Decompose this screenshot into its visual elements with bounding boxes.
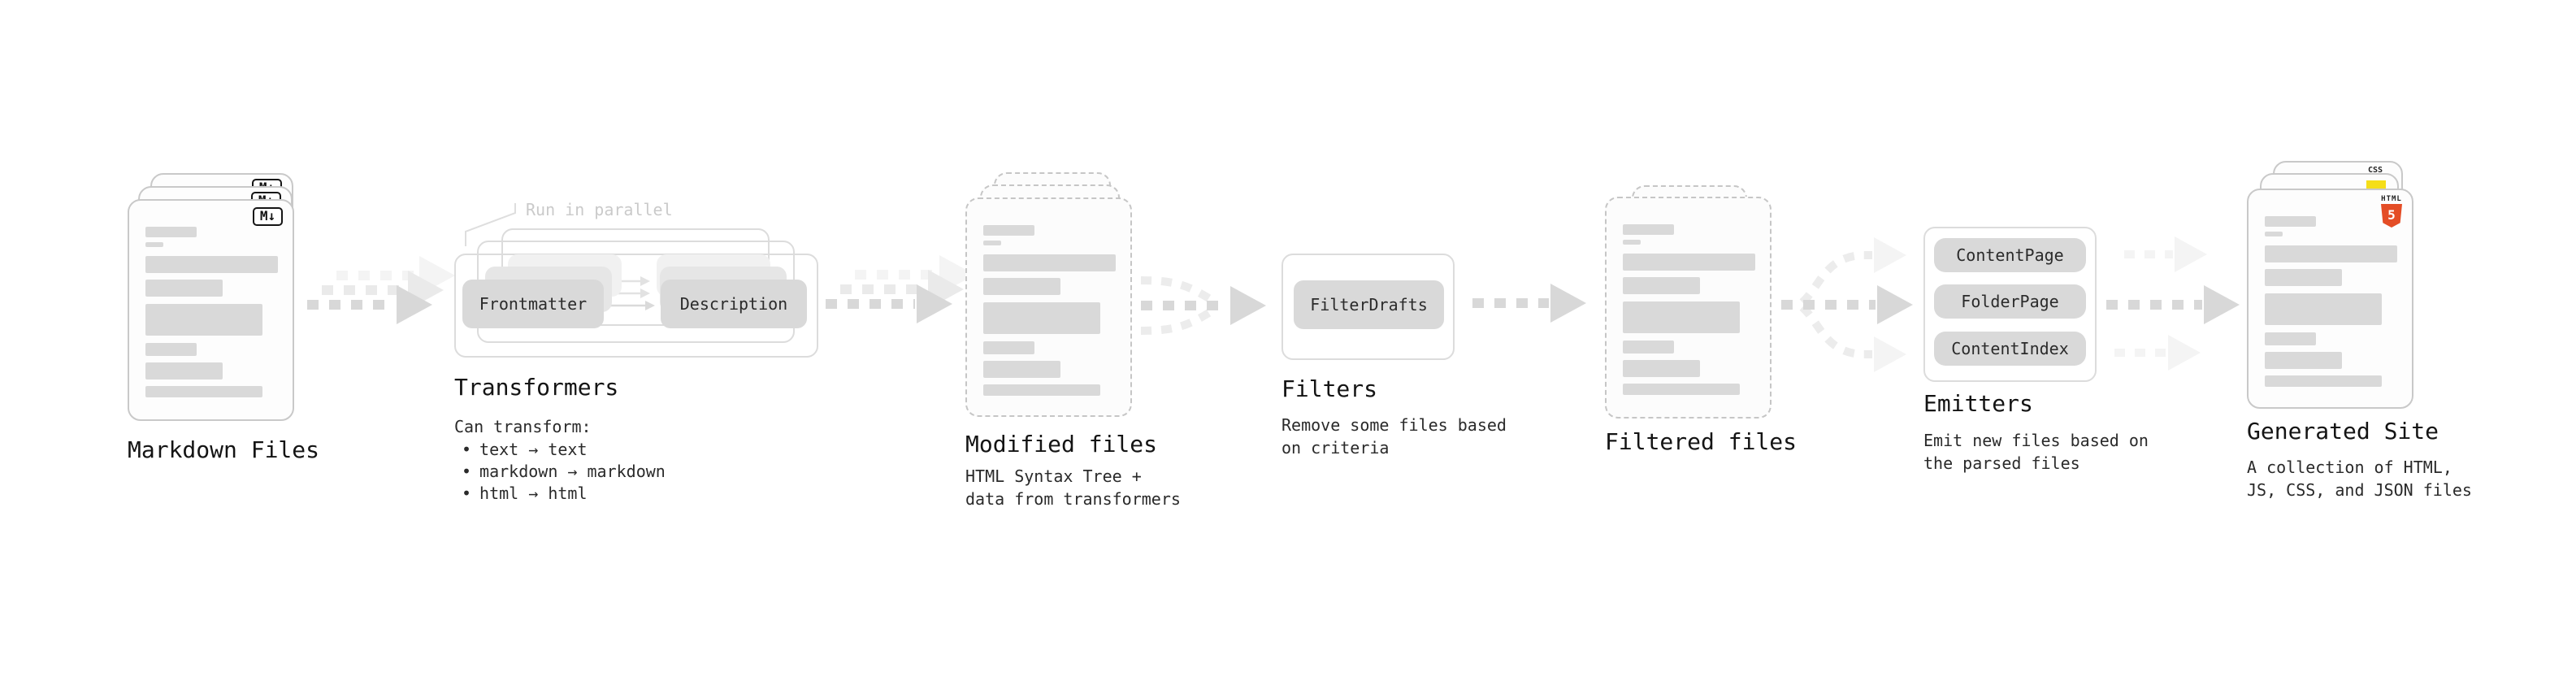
text-placeholder-bar [2265,216,2316,227]
text-placeholder-bar [983,254,1116,271]
arrow-markdown-to-transformers [307,256,455,324]
text-placeholder-bar [1623,224,1674,235]
css-badge-label: CSS [2367,166,2383,175]
transform-bullet: text → text [454,439,666,461]
text-placeholder-bar [2265,332,2316,345]
filters-box [1281,254,1455,360]
emitters-desc: Emit new files based on the parsed files [1923,429,2149,475]
contentpage-pill: ContentPage [1934,238,2086,272]
transform-bullet: html → html [454,483,666,505]
desc-line: on criteria [1281,438,1390,458]
filters-label: Filters [1281,375,1378,402]
arrow-emitters-to-generated [2106,236,2240,371]
text-placeholder-bar [1623,240,1641,245]
emitters-label: Emitters [1923,390,2033,417]
text-placeholder-bar [145,343,197,356]
html5-shield: 5 [2381,204,2402,228]
text-placeholder-bar [145,256,278,273]
desc-line: HTML Syntax Tree + [965,466,1142,486]
modified-files-label: Modified files [965,431,1158,458]
text-placeholder-bar [1623,360,1700,377]
contentindex-pill: ContentIndex [1934,332,2086,366]
text-placeholder-bar [145,386,262,397]
text-placeholder-bar [2265,375,2382,387]
folderpage-pill: FolderPage [1934,284,2086,319]
text-placeholder-bar [2265,232,2283,236]
html5-icon-label: HTML [2381,195,2402,203]
emitters-box [1923,227,2097,382]
filterdrafts-pill: FilterDrafts [1294,280,1444,329]
text-placeholder-bar [2265,245,2397,262]
desc-line: Remove some files based [1281,415,1507,435]
modified-files-desc: HTML Syntax Tree + data from transformer… [965,465,1181,510]
transformer-box-front [454,254,818,358]
desc-line: Emit new files based on [1923,431,2149,450]
transform-bullet: markdown → markdown [454,461,666,483]
generated-file-card-html: HTML 5 [2247,189,2413,409]
text-placeholder-bar [983,361,1060,378]
desc-line: A collection of HTML, [2247,458,2452,477]
text-placeholder-bar [145,280,223,297]
markdown-badge: M↓ [253,207,283,226]
text-placeholder-bar [2265,352,2342,369]
html5-icon: HTML 5 [2381,195,2402,228]
text-placeholder-bar [145,304,262,336]
generated-site-label: Generated Site [2247,418,2439,445]
description-pill: Description [661,280,807,328]
desc-line: the parsed files [1923,453,2080,473]
js-badge [2366,180,2386,191]
frontmatter-pill: Frontmatter [462,280,604,328]
markdown-file-card: M↓ [128,199,294,421]
text-placeholder-bar [2265,293,2382,325]
text-placeholder-bar [1623,301,1740,333]
text-placeholder-bar [983,384,1100,396]
modified-file-card [965,197,1132,417]
desc-line: data from transformers [965,489,1181,509]
transformers-desc-title: Can transform: [454,417,592,436]
text-placeholder-bar [1623,277,1700,294]
generated-site-desc: A collection of HTML, JS, CSS, and JSON … [2247,456,2472,501]
text-placeholder-bar [983,341,1034,354]
arrow-modified-to-filters-merge [1140,276,1266,335]
markdown-files-label: Markdown Files [128,436,320,463]
filters-desc: Remove some files based on criteria [1281,414,1507,459]
transformers-label: Transformers [454,374,619,401]
text-placeholder-bar [1623,384,1740,395]
text-placeholder-bar [145,242,163,247]
arrow-filters-to-filtered [1472,284,1586,323]
text-placeholder-bar [145,227,197,237]
text-placeholder-bar [983,278,1060,295]
text-placeholder-bar [983,241,1001,245]
text-placeholder-bar [2265,269,2342,286]
filtered-files-label: Filtered files [1605,428,1798,455]
desc-line: JS, CSS, and JSON files [2247,480,2472,500]
text-placeholder-bar [1623,254,1755,271]
run-in-parallel-annotation: Run in parallel [526,200,673,219]
arrow-transformers-to-modified [826,255,975,323]
text-placeholder-bar [145,362,223,380]
transformers-bullet-list: text → text markdown → markdown html → h… [454,439,666,505]
filtered-file-card [1605,197,1772,419]
text-placeholder-bar [983,225,1034,236]
text-placeholder-bar [1623,340,1674,354]
text-placeholder-bar [983,302,1100,334]
arrow-filtered-to-emitters-fanout [1781,237,1913,372]
